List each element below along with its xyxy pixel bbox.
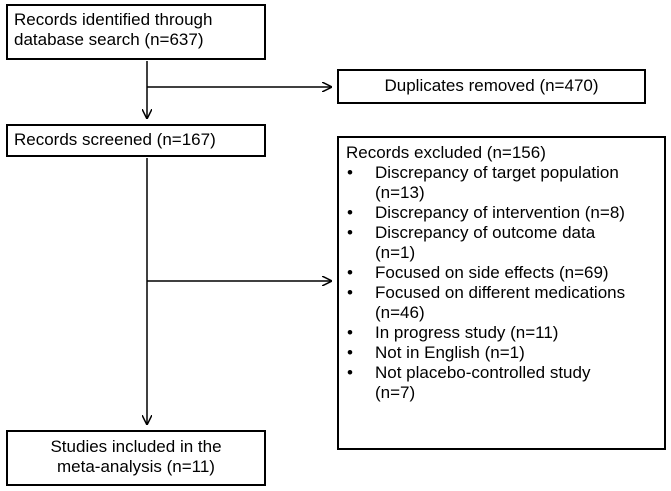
exclusion-reason-text: Discrepancy of intervention (n=8) (375, 203, 625, 222)
records-excluded-box: Records excluded (n=156) • Discrepancy of… (337, 136, 666, 450)
exclusion-reason-text: In progress study (n=11) (375, 323, 559, 342)
exclusion-reason-item: • Focused on side effects (n=69) (346, 263, 658, 283)
exclusion-reason-item: • Discrepancy of target population (n=13) (346, 163, 658, 203)
bullet-icon: • (347, 343, 353, 362)
bullet-icon: • (347, 283, 353, 302)
exclusion-reason-item: • Discrepancy of outcome data (n=1) (346, 223, 658, 263)
records-excluded-title: Records excluded (n=156) (346, 143, 546, 162)
exclusion-reason-item: • Focused on different medications (n=46) (346, 283, 658, 323)
bullet-icon: • (347, 323, 353, 342)
records-identified-text: Records identified through database sear… (14, 10, 213, 49)
exclusion-reason-item: • In progress study (n=11) (346, 323, 658, 343)
exclusion-reason-item: • Not placebo-controlled study (n=7) (346, 363, 658, 403)
records-screened-box: Records screened (n=167) (6, 124, 266, 157)
bullet-icon: • (347, 223, 353, 242)
exclusion-reason-text: Not in English (n=1) (375, 343, 525, 362)
bullet-icon: • (347, 163, 353, 182)
exclusion-reason-text: Not placebo-controlled study (n=7) (375, 363, 591, 402)
exclusion-reasons-list: • Discrepancy of target population (n=13)… (346, 163, 658, 403)
bullet-icon: • (347, 203, 353, 222)
exclusion-reason-item: • Discrepancy of intervention (n=8) (346, 203, 658, 223)
exclusion-reason-text: Discrepancy of target population (n=13) (375, 163, 619, 202)
studies-included-box: Studies included in the meta-analysis (n… (6, 430, 266, 486)
exclusion-reason-item: • Not in English (n=1) (346, 343, 658, 363)
studies-included-text: Studies included in the meta-analysis (n… (50, 437, 222, 476)
duplicates-removed-box: Duplicates removed (n=470) (337, 69, 646, 104)
records-identified-box: Records identified through database sear… (6, 4, 266, 60)
bullet-icon: • (347, 263, 353, 282)
exclusion-reason-text: Focused on side effects (n=69) (375, 263, 609, 282)
duplicates-removed-text: Duplicates removed (n=470) (384, 76, 599, 95)
exclusion-reason-text: Discrepancy of outcome data (n=1) (375, 223, 596, 262)
records-screened-text: Records screened (n=167) (14, 130, 216, 149)
exclusion-reason-text: Focused on different medications (n=46) (375, 283, 626, 322)
bullet-icon: • (347, 363, 353, 382)
